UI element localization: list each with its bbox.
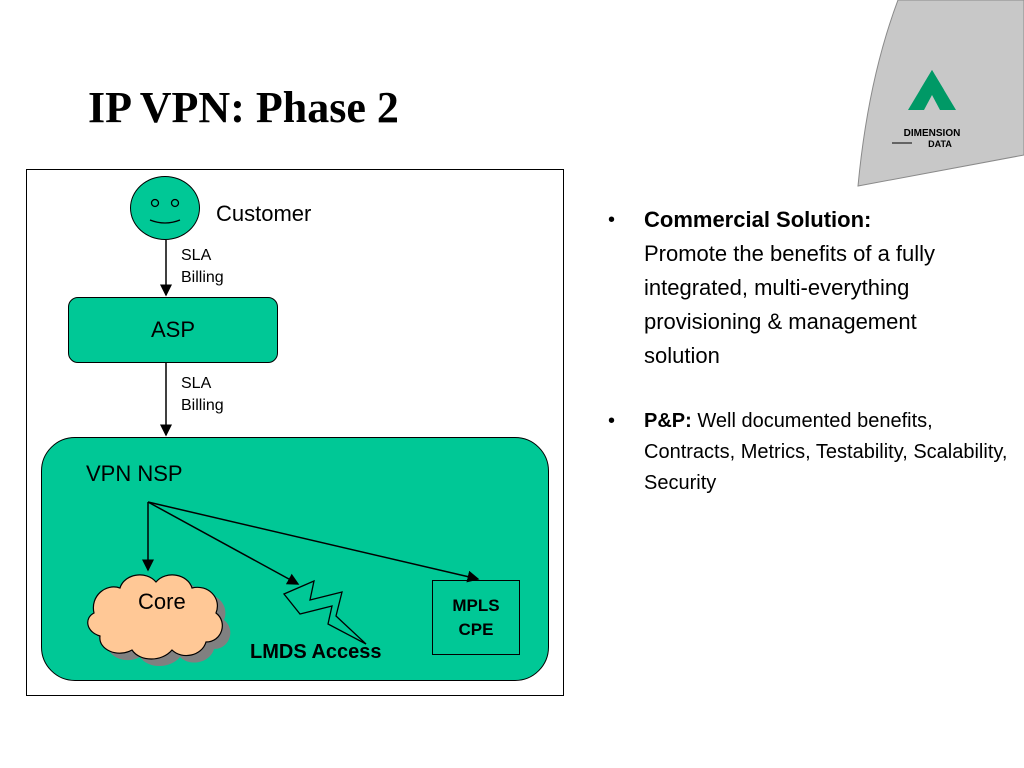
- link2-line1: SLA: [181, 375, 212, 392]
- bullet2-text: Well documented benefits, Contracts, Met…: [644, 410, 1008, 494]
- core-cloud-icon: [87, 574, 231, 666]
- mpls-cpe-box: MPLS CPE: [432, 580, 520, 655]
- bullet-pp: • P&P: Well documented benefits, Contrac…: [608, 406, 1008, 499]
- bullet1-text: Promote the benefits of a fully integrat…: [644, 241, 936, 368]
- diagram-connectors: [160, 240, 172, 437]
- logo-line2: DATA: [928, 139, 952, 149]
- slide-title: IP VPN: Phase 2: [88, 83, 399, 132]
- lmds-lightning-icon: [282, 579, 367, 645]
- customer-label: Customer: [216, 201, 312, 226]
- link-to-mpls: [147, 501, 480, 583]
- link-to-lmds: [147, 501, 300, 585]
- sla-billing-label-2: SLA Billing: [181, 373, 224, 417]
- logo-line1: DIMENSION: [904, 128, 961, 139]
- bullet-dot-icon: •: [608, 410, 616, 432]
- nsp-links: [87, 501, 480, 666]
- link1-line2: Billing: [181, 269, 224, 286]
- network-diagram: Customer SLA Billing ASP SLA Billing VPN…: [26, 169, 564, 696]
- mpls-line1: MPLS: [452, 595, 500, 615]
- bullet-commercial-solution: • Commercial Solution: Promote the benef…: [608, 203, 1008, 373]
- sla-billing-label-1: SLA Billing: [181, 245, 224, 289]
- asp-box: ASP: [68, 297, 278, 363]
- link1-line1: SLA: [181, 247, 212, 264]
- link2-line2: Billing: [181, 397, 224, 414]
- mpls-line2: CPE: [458, 619, 494, 639]
- bullet2-lead: P&P:: [644, 410, 692, 432]
- lmds-access-label: LMDS Access: [250, 641, 382, 663]
- triangle-logo-icon: [908, 70, 956, 110]
- vpn-nsp-container: VPN NSP Core LMDS Access: [41, 437, 549, 681]
- asp-label: ASP: [150, 317, 196, 342]
- vpn-nsp-label: VPN NSP: [86, 461, 183, 486]
- dimension-data-logo: DIMENSION DATA: [857, 0, 1024, 187]
- bullet1-lead: Commercial Solution:: [644, 207, 872, 232]
- core-label: Core: [138, 589, 186, 614]
- bullet-dot-icon: •: [608, 209, 616, 231]
- customer-face-icon: [130, 176, 200, 240]
- bullet-list: • Commercial Solution: Promote the benef…: [608, 203, 1008, 499]
